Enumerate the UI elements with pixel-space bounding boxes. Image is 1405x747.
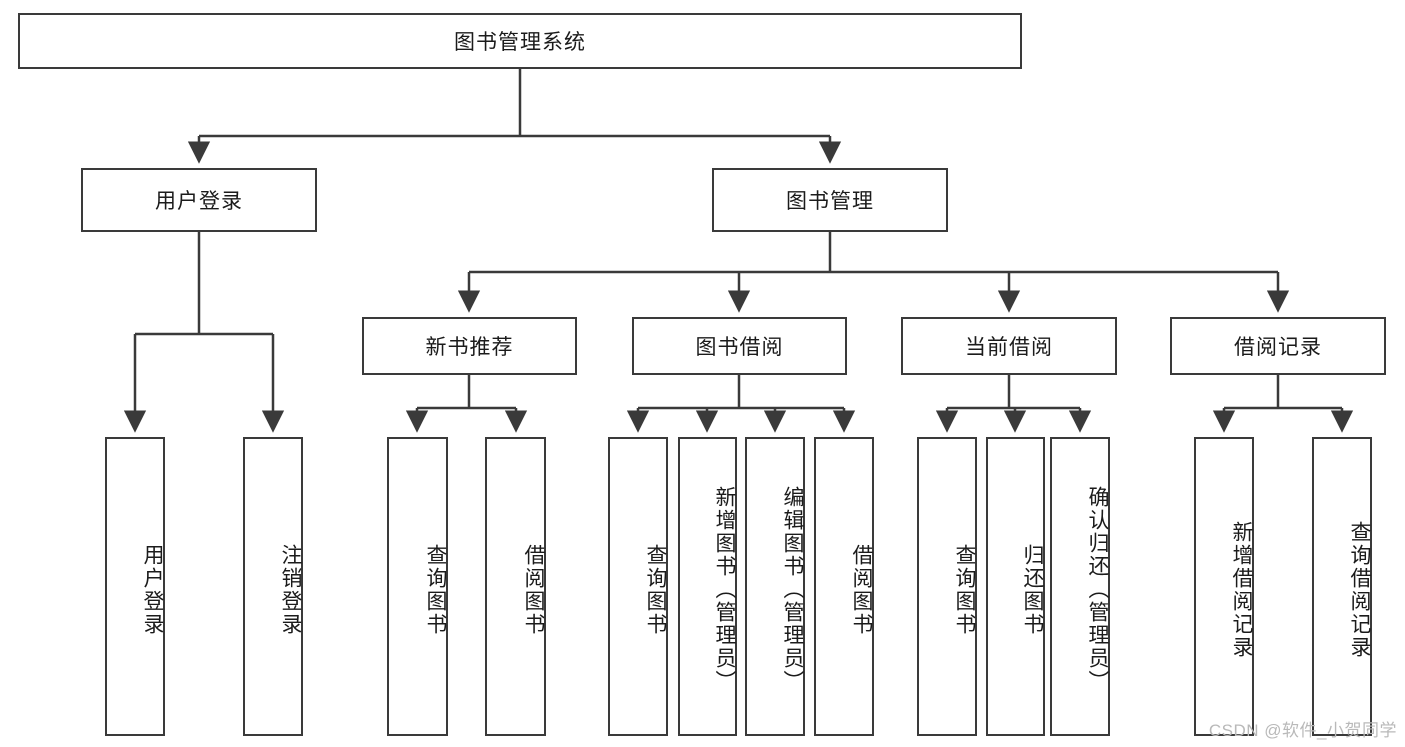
node-user-login[interactable]: 用户登录	[81, 168, 317, 232]
node-new-book-recommend-label: 新书推荐	[425, 336, 514, 359]
node-book-management[interactable]: 图书管理	[712, 168, 948, 232]
leaf-query-book-current-label: 查询图书	[953, 543, 976, 636]
leaf-query-borrow-record-label: 查询借阅记录	[1348, 520, 1371, 659]
node-book-borrow-label: 图书借阅	[695, 336, 784, 359]
node-book-borrow[interactable]: 图书借阅	[632, 317, 847, 375]
leaf-borrow-book-recommend-label: 借阅图书	[522, 543, 545, 636]
leaf-return-book[interactable]: 归还图书	[986, 437, 1045, 736]
leaf-return-book-label: 归还图书	[1021, 543, 1044, 636]
leaf-edit-book-admin-label: 编辑图书（管理员）	[781, 486, 804, 693]
node-new-book-recommend[interactable]: 新书推荐	[362, 317, 577, 375]
leaf-borrow-book[interactable]: 借阅图书	[814, 437, 874, 736]
node-borrow-record-label: 借阅记录	[1234, 336, 1322, 359]
node-root-label: 图书管理系统	[454, 31, 586, 54]
node-root[interactable]: 图书管理系统	[18, 13, 1022, 69]
leaf-query-book-recommend-label: 查询图书	[424, 543, 447, 636]
leaf-confirm-return-admin[interactable]: 确认归还（管理员）	[1050, 437, 1110, 736]
leaf-borrow-book-recommend[interactable]: 借阅图书	[485, 437, 546, 736]
node-current-borrow-label: 当前借阅	[965, 336, 1053, 359]
leaf-add-book-admin[interactable]: 新增图书（管理员）	[678, 437, 737, 736]
leaf-add-book-admin-label: 新增图书（管理员）	[713, 486, 736, 693]
leaf-confirm-return-admin-label: 确认归还（管理员）	[1086, 486, 1109, 693]
leaf-user-login-label: 用户登录	[141, 543, 164, 636]
leaf-borrow-book-label: 借阅图书	[850, 543, 873, 636]
node-borrow-record[interactable]: 借阅记录	[1170, 317, 1386, 375]
leaf-user-login[interactable]: 用户登录	[105, 437, 165, 736]
leaf-query-book-current[interactable]: 查询图书	[917, 437, 977, 736]
leaf-query-book-borrow[interactable]: 查询图书	[608, 437, 668, 736]
leaf-logout-login-label: 注销登录	[279, 543, 302, 636]
leaf-query-book-recommend[interactable]: 查询图书	[387, 437, 448, 736]
leaf-add-borrow-record-label: 新增借阅记录	[1230, 520, 1253, 659]
leaf-query-borrow-record[interactable]: 查询借阅记录	[1312, 437, 1372, 736]
node-user-login-label: 用户登录	[155, 190, 243, 213]
leaf-query-book-borrow-label: 查询图书	[644, 543, 667, 636]
watermark: CSDN @软件_小贺同学	[1208, 721, 1397, 740]
node-current-borrow[interactable]: 当前借阅	[901, 317, 1117, 375]
leaf-edit-book-admin[interactable]: 编辑图书（管理员）	[745, 437, 805, 736]
node-book-management-label: 图书管理	[786, 190, 874, 213]
leaf-add-borrow-record[interactable]: 新增借阅记录	[1194, 437, 1254, 736]
leaf-logout-login[interactable]: 注销登录	[243, 437, 303, 736]
